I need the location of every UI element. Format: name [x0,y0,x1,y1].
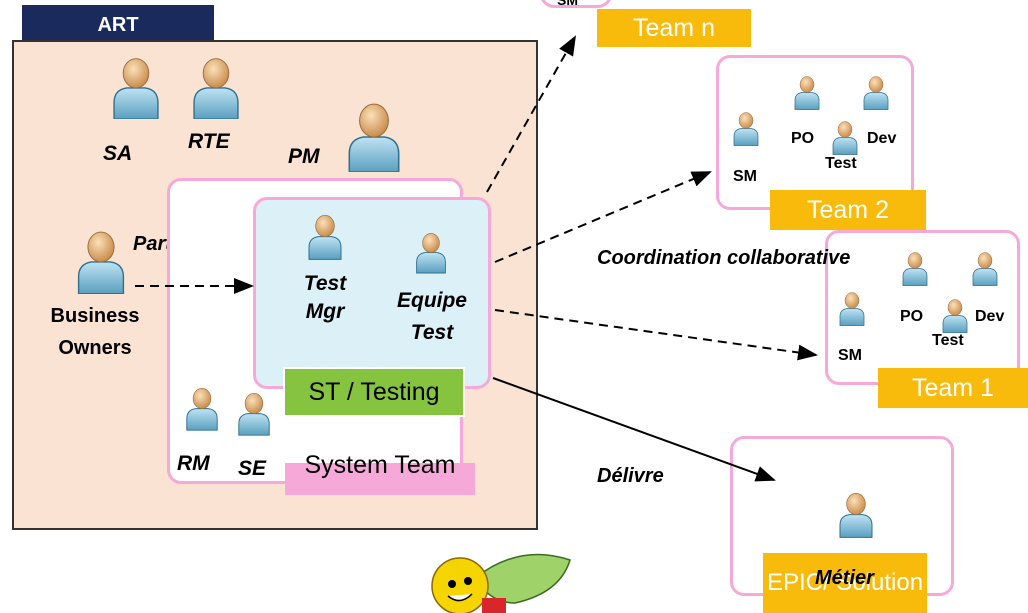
team-2-arrow [494,171,712,263]
team-n-sm-label: SM [557,0,578,8]
team-1-badge: Team 1 [878,368,1028,408]
epic-solution-badge: EPIC/ Solution [763,553,927,613]
coordination-label: Coordination collaborative [597,247,851,269]
test-team-box [253,197,491,389]
se-label: SE [238,457,267,480]
pm-label: PM [288,145,320,168]
test-mgr-label: Test Mgr [303,272,347,323]
team-1-arrow [494,309,818,361]
rm-label: RM [177,452,210,475]
metier-label: Métier [815,567,874,589]
team-n-arrow [486,35,576,193]
system-team-bar [285,463,475,495]
rte-label: RTE [188,130,230,153]
team-n-badge: Team n [597,9,751,47]
sa-label: SA [103,142,133,165]
st-testing-box: ST / Testing [283,367,465,417]
delivre-label: Délivre [597,465,664,487]
system-team-label: System Team [304,451,456,479]
art-title-tab: ART [22,5,214,45]
team-1-dev-label: Dev [975,308,1005,325]
team-1-po-label: PO [900,308,924,325]
team-1-test-label: Test [932,332,964,349]
team-1-sm-label: SM [838,347,862,364]
team-2-test-label: Test [825,155,857,172]
team-2-badge: Team 2 [770,190,926,230]
art-title: ART [97,13,139,36]
mascot-illustration [431,553,571,613]
team-2-sm-label: SM [733,168,757,185]
delivre-arrow [492,377,776,482]
team-2-dev-label: Dev [867,130,897,147]
equipe-test-label: Equipe Test [396,289,467,344]
team-2-po-label: PO [791,130,815,147]
business-owners-label: Business Owners [50,305,140,359]
